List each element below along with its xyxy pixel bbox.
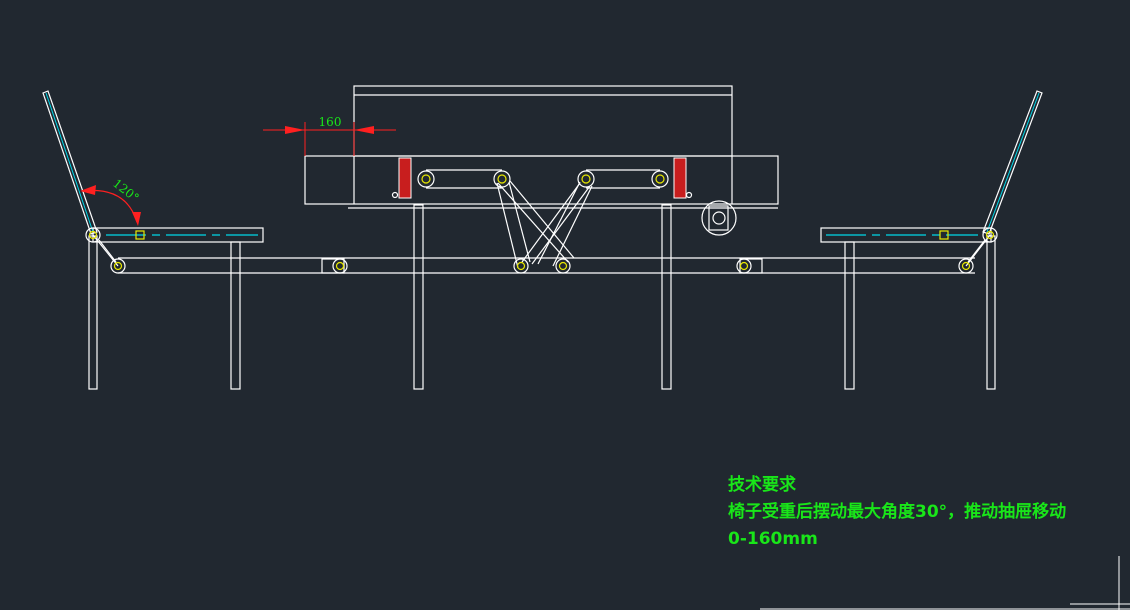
- pivot-joint: [493, 170, 511, 188]
- notes-line-2: 0-160mm: [728, 529, 818, 549]
- drawer-assembly: [304, 85, 779, 269]
- pivot-joint: [417, 170, 435, 188]
- corner-marks: [760, 556, 1130, 610]
- technical-requirements: 技术要求 椅子受重后摆动最大角度30°，推动抽屉移动 0-160mm: [728, 472, 1066, 553]
- pivot-joint: [736, 258, 752, 274]
- notes-title: 技术要求: [728, 475, 796, 495]
- pivot-joint: [110, 258, 126, 274]
- pivot-joints: [85, 170, 998, 274]
- notes-line-1: 椅子受重后摆动最大角度30°，推动抽屉移动: [728, 502, 1067, 522]
- pivot-joint: [555, 258, 571, 274]
- pivot-joint: [958, 258, 974, 274]
- pivot-joint: [513, 258, 529, 274]
- hatched-blocks: [398, 157, 687, 199]
- pivot-joint: [651, 170, 669, 188]
- pivot-joint: [332, 258, 348, 274]
- dimension-label: 160: [319, 115, 342, 129]
- pivot-joint: [85, 227, 101, 243]
- angle-label: 120°: [110, 176, 141, 205]
- pivot-joint: [577, 170, 595, 188]
- dimension-160: 160: [263, 115, 396, 156]
- right-chair: [820, 90, 1043, 243]
- left-chair: [42, 90, 264, 243]
- pivot-joint: [982, 227, 998, 243]
- angle-dimension: 120°: [80, 176, 142, 226]
